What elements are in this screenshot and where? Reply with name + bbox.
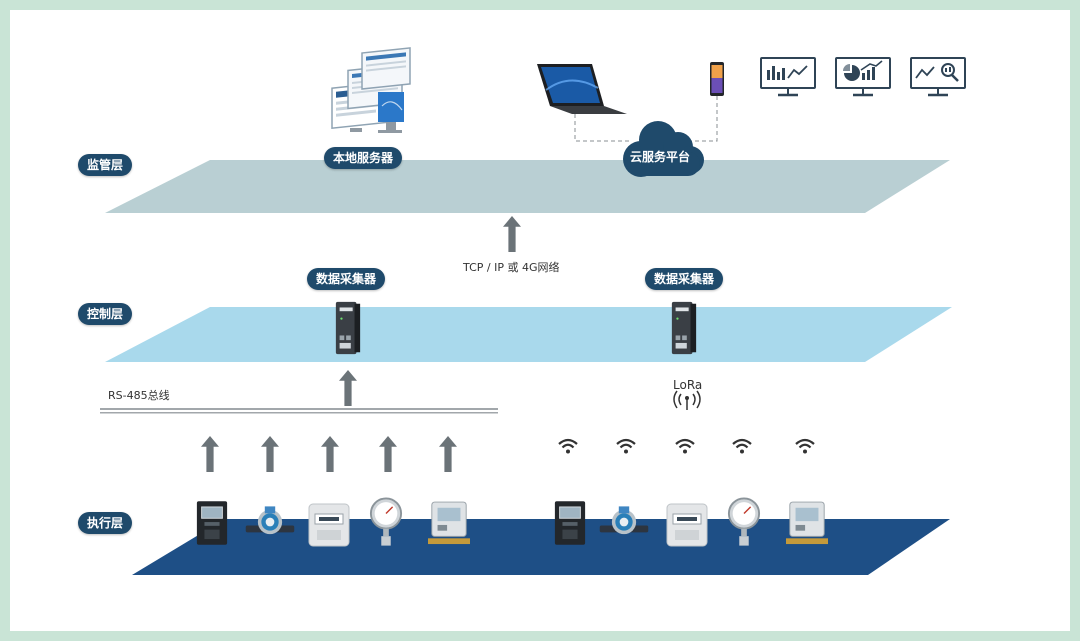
analysis-monitor-icon	[910, 57, 966, 97]
network-up-arrow	[503, 216, 521, 252]
mobile-phone	[710, 62, 724, 96]
collector-left-label: 数据采集器	[307, 268, 386, 290]
wifi-icon	[732, 438, 752, 454]
stage: 监管层 控制层 执行层 本地服务器 云服务平台 数据采集器 数据采集器 TCP …	[10, 10, 1070, 631]
cloud-platform-label: 云服务平台	[630, 150, 691, 164]
control-layer-plane	[105, 307, 952, 362]
network-link-label: TCP / IP 或 4G网络	[463, 261, 560, 274]
execution-layer-label: 执行层	[78, 512, 133, 534]
wired-up-arrow	[201, 436, 219, 472]
control-layer-label: 控制层	[78, 303, 133, 325]
wired-up-arrow	[261, 436, 279, 472]
phone-cloud-link	[682, 96, 718, 142]
bus-up-arrow	[339, 370, 357, 406]
pie-growth-monitor-icon	[835, 57, 891, 97]
gas-meter-icon	[666, 503, 708, 547]
gas-meter-icon	[308, 503, 350, 547]
wifi-icon	[675, 438, 695, 454]
electric-meter-icon	[196, 500, 228, 546]
bar-chart-monitor-icon	[760, 57, 816, 97]
laptop-computer	[537, 64, 627, 114]
cloud-icon	[623, 121, 704, 177]
collector-device-right	[671, 301, 697, 355]
architecture-diagram	[100, 47, 966, 575]
wifi-icon	[558, 438, 578, 454]
local-server-label: 本地服务器	[324, 147, 403, 169]
wired-up-arrow	[321, 436, 339, 472]
wired-up-arrow	[439, 436, 457, 472]
rs485-bus-line	[100, 408, 498, 410]
lora-signal-icon	[673, 390, 701, 410]
wifi-icon	[616, 438, 636, 454]
wired-up-arrow	[379, 436, 397, 472]
laptop-cloud-link	[574, 114, 630, 142]
supervision-layer-label: 监管层	[78, 154, 133, 176]
electric-meter-icon	[554, 500, 586, 546]
lora-label: LoRa	[673, 378, 703, 392]
wifi-icon	[795, 438, 815, 454]
rs485-bus-label: RS-485总线	[108, 389, 170, 402]
local-server-computers	[331, 47, 411, 133]
collector-device-left	[335, 301, 361, 355]
supervision-layer-plane	[105, 160, 950, 213]
collector-right-label: 数据采集器	[645, 268, 724, 290]
